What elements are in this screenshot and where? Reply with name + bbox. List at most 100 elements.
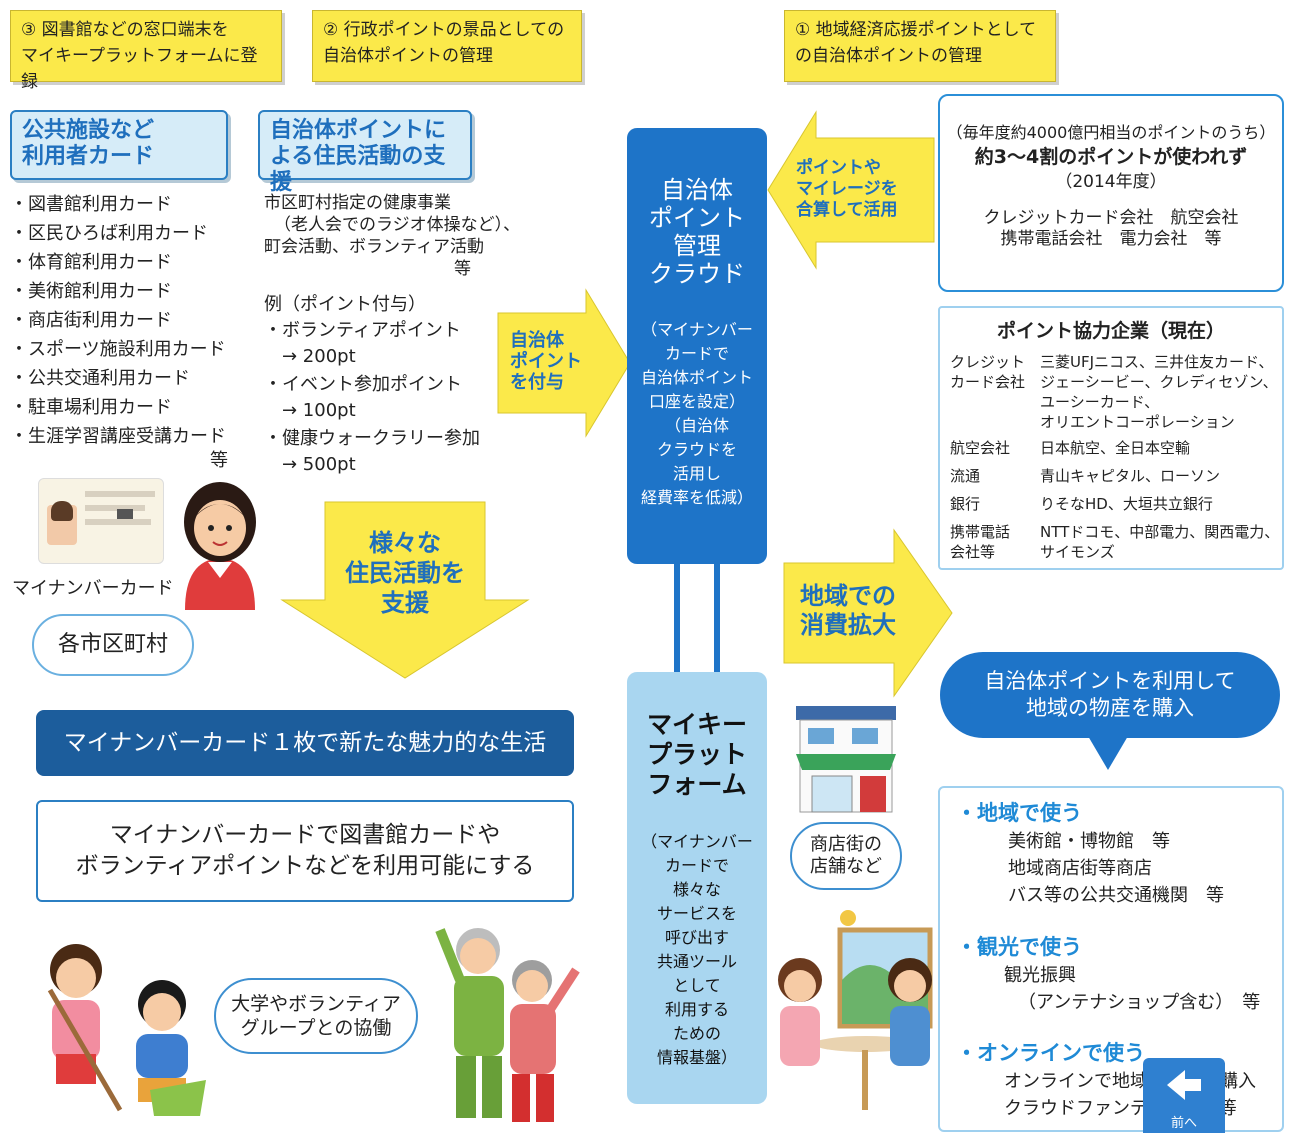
partner-row: 銀行 りそなHD、大垣共立銀行: [950, 494, 1280, 514]
mykey-title-1: マイキー: [646, 710, 747, 739]
mykey-desc-line: 情報基盤）: [656, 1048, 737, 1067]
cloud-desc-line: 自治体ポイント: [640, 368, 753, 387]
partner-row: 携帯電話会社等 NTTドコモ、中部電力、関西電力、サイモンズ: [950, 522, 1280, 562]
consume-arrow-label: 地域での 消費拡大: [800, 582, 920, 640]
step3-box: ③ 図書館などの窓口端末を マイキープラットフォームに登録: [10, 10, 282, 92]
shop-label-line2: 店舗など: [810, 856, 882, 877]
prev-button[interactable]: 前へ: [1143, 1058, 1225, 1133]
partner-category: 銀行: [950, 495, 981, 513]
unused-line1: （毎年度約4000億円相当のポイントのうち）: [946, 123, 1276, 142]
consume-line1: 地域での: [800, 582, 896, 610]
connector-right: [714, 564, 720, 672]
mynumber-card-image: [38, 478, 164, 564]
bubble-line2: 地域の物産を購入: [1026, 696, 1194, 720]
unused-line4: クレジットカード会社 航空会社: [983, 208, 1239, 228]
jichitai-support-heading: 自治体ポイントに よる住民活動の支援: [258, 110, 472, 195]
partner-companies-box: ポイント協力企業（現在） クレジットカード会社 三菱UFJニコス、三井住友カード…: [938, 306, 1284, 570]
list-item: ・図書館利用カード: [10, 194, 172, 215]
mykey-desc-line: 様々な: [672, 880, 721, 899]
grant-arrow: [497, 288, 631, 438]
example-1: ・ボランティアポイント: [264, 320, 461, 341]
example-2-value: → 100pt: [282, 400, 356, 421]
municipality-pill: 各市区町村: [32, 614, 194, 676]
down-arrow-line2: 住民活動を: [345, 559, 465, 587]
partner-category: 航空会社: [950, 439, 1011, 457]
public-card-heading-line1: 公共施設など: [22, 118, 155, 143]
partner-companies: 青山キャピタル、ローソン: [1040, 467, 1221, 485]
mykey-desc-line: （マイナンバー: [641, 832, 753, 851]
partner-row: 航空会社 日本航空、全日本空輸: [950, 438, 1280, 458]
bubble-line1: 自治体ポイントを利用して: [984, 669, 1236, 693]
use-local-item1: 美術館・博物館 等: [1008, 831, 1170, 852]
down-arrow-label: 様々な 住民活動を 支援: [320, 528, 490, 618]
partner-category-line: 携帯電話: [950, 523, 1011, 541]
list-item: ・区民ひろば利用カード: [10, 223, 208, 244]
down-arrow-line3: 支援: [381, 589, 429, 617]
partner-companies: 日本航空、全日本空輸: [1040, 439, 1191, 457]
partner-category: 携帯電話会社等: [950, 522, 1040, 562]
cafe-illustration: [778, 910, 933, 1110]
shop-label: 商店街の 店舗など: [790, 822, 902, 890]
uses-box: ・地域で使う 美術館・博物館 等 地域商店街等商店 バス等の公共交通機関 等 ・…: [938, 786, 1284, 1132]
cloud-title: 自治体 ポイント 管理 クラウド: [627, 176, 767, 288]
cloud-title-4: クラウド: [649, 260, 745, 288]
grant-line3: を付与: [510, 372, 564, 393]
step1-line2: の自治体ポイントの管理: [795, 46, 982, 66]
shop-illustration: [796, 706, 896, 813]
public-card-etc: 等: [210, 450, 228, 471]
cloud-title-3: 管理: [673, 232, 721, 260]
mykey-desc-line: サービスを: [656, 904, 737, 923]
partner-companies-line: ユーシーカード、: [1040, 393, 1160, 411]
list-item: ・商店街利用カード: [10, 310, 172, 331]
step2-box: ② 行政ポイントの景品としての 自治体ポイントの管理: [312, 10, 582, 82]
elderly-illustration: [435, 928, 580, 1122]
mykey-title-3: フォーム: [647, 770, 747, 799]
partner-category-line: 会社等: [950, 543, 996, 561]
example-3-value: → 500pt: [282, 454, 356, 475]
partner-companies-line: NTTドコモ、中部電力、関西電力、: [1040, 523, 1280, 541]
list-item: ・スポーツ施設利用カード: [10, 339, 226, 360]
down-arrow: [280, 501, 530, 679]
mykey-desc-line: 利用する: [664, 1000, 729, 1019]
step3-line1: ③ 図書館などの窓口端末を: [21, 20, 229, 40]
consume-line2: 消費拡大: [800, 611, 896, 639]
list-item: ・体育館利用カード: [10, 252, 172, 273]
grant-line2: ポイント: [510, 351, 582, 372]
partner-category-line: クレジット: [950, 353, 1026, 371]
public-card-heading-line2: 利用者カード: [22, 144, 155, 169]
mykey-title: マイキー プラット フォーム: [627, 710, 767, 800]
cloud-title-2: ポイント: [649, 204, 745, 232]
partner-row: クレジットカード会社 三菱UFJニコス、三井住友カード、ジェーシービー、クレディ…: [950, 352, 1280, 432]
cloud-desc-line: 活用し: [672, 464, 721, 483]
merge-arrow-label: ポイントや マイレージを 合算して活用: [796, 158, 926, 221]
cloud-desc-line: 経費率を低減）: [640, 488, 753, 507]
mykey-desc-line: 共通ツール: [656, 952, 737, 971]
use-local-item2: 地域商店街等商店: [1008, 858, 1152, 879]
public-card-list: ・図書館利用カード ・区民ひろば利用カード ・体育館利用カード ・美術館利用カー…: [10, 190, 250, 451]
use-tourism: ・観光で使う 観光振興 （アンテナショップ含む） 等: [956, 934, 1260, 1016]
grant-line1: 自治体: [510, 330, 564, 351]
cooperation-line2: グループとの協働: [240, 1017, 392, 1039]
mykey-desc-line: として: [673, 976, 721, 995]
mykey-desc-line: ための: [672, 1024, 721, 1043]
list-item: ・公共交通利用カード: [10, 368, 190, 389]
unused-points-box: （毎年度約4000億円相当のポイントのうち） 約3～4割のポイントが使われず （…: [938, 94, 1284, 292]
merge-line1: ポイントや: [796, 158, 881, 178]
statement-line1: マイナンバーカードで図書館カードや: [109, 822, 501, 848]
partners-table: クレジットカード会社 三菱UFJニコス、三井住友カード、ジェーシービー、クレディ…: [950, 352, 1280, 562]
unused-line2: 約3～4割のポイントが使われず: [974, 146, 1248, 168]
partner-companies: NTTドコモ、中部電力、関西電力、サイモンズ: [1040, 522, 1279, 562]
prev-button-label: 前へ: [1170, 1116, 1197, 1131]
children-illustration: [47, 944, 206, 1116]
mykey-title-2: プラット: [646, 740, 747, 769]
list-item: ・生涯学習講座受講カード: [10, 426, 226, 447]
woman-illustration: [184, 482, 256, 610]
speech-bubble: [940, 652, 1280, 770]
consume-arrow: [783, 528, 953, 698]
cloud-desc-line: 口座を設定）: [648, 392, 745, 411]
merge-line3: 合算して活用: [796, 200, 898, 220]
partner-category: クレジットカード会社: [950, 352, 1040, 432]
example-heading: 例（ポイント付与）: [264, 294, 426, 315]
down-arrow-line1: 様々な: [369, 529, 441, 557]
cooperation-line1: 大学やボランティア: [231, 993, 401, 1015]
